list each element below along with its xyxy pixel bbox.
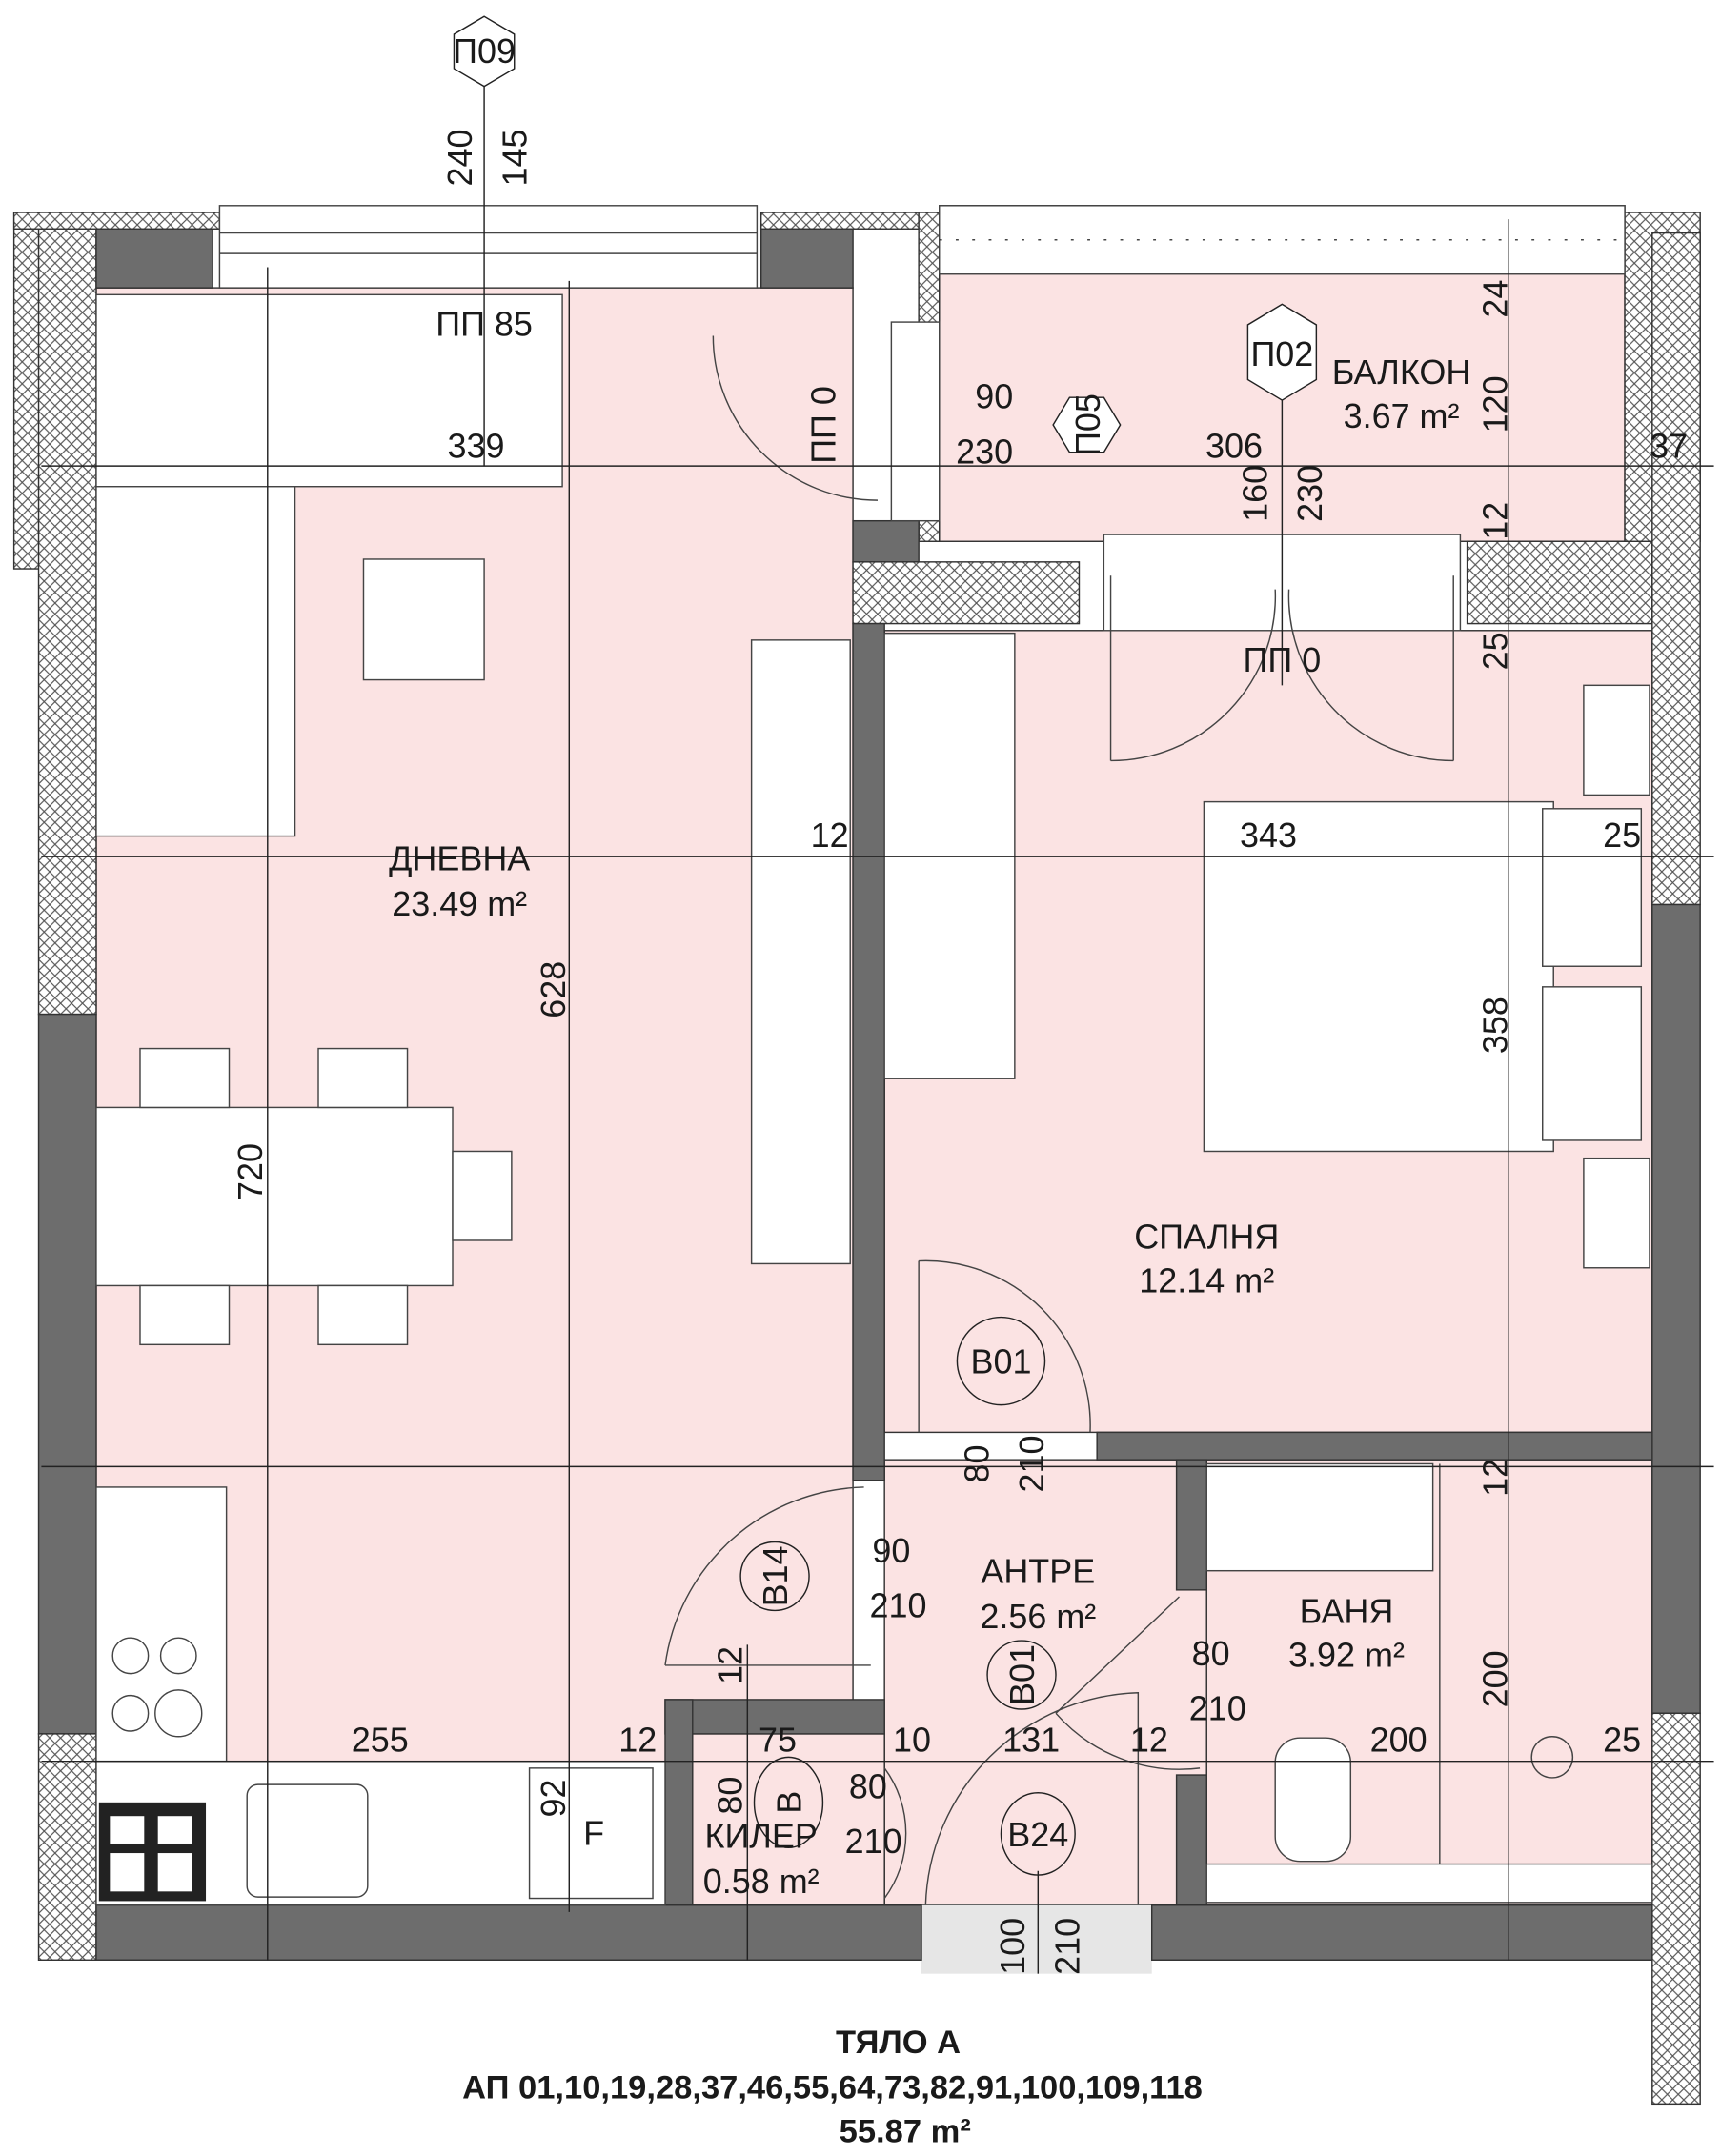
room-name-bedroom: СПАЛНЯ: [1134, 1218, 1279, 1257]
storage-area: [692, 1733, 885, 1906]
room-name-hall: АНТРЕ: [981, 1552, 1095, 1591]
dimension-labels: 339 90 230 306 37 12 343 25 90 210 80 21…: [231, 129, 1688, 1974]
kitchen-sink: [246, 1783, 369, 1898]
svg-text:П02: П02: [1250, 334, 1313, 373]
dim-label: 145: [496, 129, 535, 186]
svg-text:B: B: [769, 1791, 808, 1814]
dim-label: 720: [231, 1143, 270, 1200]
dim-label: 200: [1370, 1721, 1427, 1760]
dim-label: 12: [1130, 1721, 1168, 1760]
dim-label: 306: [1205, 427, 1263, 466]
room-name-storage: КИЛЕР: [705, 1816, 818, 1855]
dim-label: 92: [534, 1780, 573, 1818]
room-area-living: 23.49 m²: [392, 884, 527, 923]
dim-label: 24: [1475, 280, 1514, 318]
dim-label: 80: [958, 1444, 997, 1482]
furniture: [95, 293, 1653, 1906]
room-name-balcony: БАЛКОН: [1332, 353, 1471, 392]
walls: [12, 212, 1701, 2106]
svg-text:B01: B01: [970, 1342, 1031, 1381]
dim-label: 37: [1650, 427, 1688, 466]
dim-label: 90: [872, 1531, 910, 1570]
dim-label: 210: [1047, 1918, 1086, 1975]
dim-label: 210: [845, 1822, 902, 1861]
apartment-list: АП 01,10,19,28,37,46,55,64,73,82,91,100,…: [462, 2070, 1203, 2106]
svg-text:П09: П09: [453, 31, 516, 71]
toilet: [1274, 1737, 1352, 1863]
dim-label: 210: [1189, 1689, 1246, 1728]
dim-label: 90: [975, 377, 1013, 416]
hall-area: [883, 1459, 1207, 1906]
entrance-threshold: [921, 1904, 1152, 1974]
dim-label: 12: [1475, 1459, 1514, 1497]
room-name-living: ДНЕВНА: [389, 839, 530, 878]
tag-b14: B14: [739, 1541, 810, 1612]
dim-label: 240: [440, 129, 479, 186]
tag-p09: П09: [453, 15, 516, 88]
dim-label: 210: [870, 1586, 927, 1625]
room-area-bedroom: 12.14 m²: [1139, 1261, 1274, 1300]
dim-label: 12: [811, 816, 849, 855]
svg-text:П05: П05: [1068, 393, 1107, 456]
dim-label: 25: [1603, 816, 1641, 855]
dim-label: 255: [352, 1721, 409, 1760]
svg-text:B24: B24: [1007, 1815, 1068, 1854]
dim-label: 210: [1012, 1435, 1051, 1492]
tag-b01-bath: B01: [986, 1640, 1057, 1710]
dim-label: 10: [893, 1721, 931, 1760]
building-title: ТЯЛО А: [836, 2025, 961, 2061]
dim-label: 343: [1240, 816, 1297, 855]
window-label-pp85: ПП 85: [435, 304, 533, 343]
dim-label: 25: [1475, 632, 1514, 670]
room-area-bath: 3.92 m²: [1288, 1635, 1405, 1674]
tag-b24: B24: [1000, 1792, 1076, 1876]
dim-label: 80: [1192, 1634, 1230, 1673]
dim-label: 339: [447, 427, 504, 466]
total-area: 55.87 m²: [840, 2114, 971, 2150]
dim-label: 131: [1002, 1721, 1060, 1760]
dim-label: 230: [1290, 465, 1329, 522]
dim-label: 12: [1475, 502, 1514, 540]
tv-unit: [750, 639, 851, 1265]
room-area-balcony: 3.67 m²: [1344, 396, 1460, 435]
room-name-bath: БАНЯ: [1300, 1591, 1394, 1630]
svg-text:B14: B14: [756, 1545, 795, 1606]
room-area-hall: 2.56 m²: [980, 1597, 1096, 1636]
dim-label: 100: [993, 1918, 1032, 1975]
dim-label: 80: [849, 1767, 887, 1806]
dim-label: 120: [1475, 375, 1514, 433]
dim-label: 12: [711, 1646, 750, 1684]
tag-b-storage: B: [753, 1756, 824, 1849]
bed: [1203, 800, 1554, 1153]
tag-p02: П02: [1246, 303, 1318, 401]
dim-label: 358: [1475, 997, 1514, 1054]
tag-b01-bedroom: B01: [956, 1316, 1046, 1406]
dimension-lines: [41, 82, 1714, 1974]
dim-label: 25: [1603, 1721, 1641, 1760]
dim-label: 75: [759, 1721, 797, 1760]
dim-label: 160: [1236, 465, 1275, 522]
coffee-table: [362, 558, 485, 681]
dim-label: 628: [534, 961, 573, 1018]
fridge-label: F: [583, 1813, 604, 1852]
dim-label: 200: [1475, 1650, 1514, 1707]
door-label-pp0-bedroom: ПП 0: [1244, 640, 1322, 679]
dim-label: 80: [711, 1777, 750, 1815]
kitchen-counter: [95, 1486, 228, 1763]
bath-sink: [1205, 1462, 1434, 1572]
dim-label: 230: [956, 432, 1013, 471]
door-label-pp0-living: ПП 0: [803, 386, 842, 464]
dim-label: 12: [618, 1721, 657, 1760]
dining-table: [95, 1106, 454, 1287]
svg-text:B01: B01: [1002, 1644, 1042, 1705]
tag-p05: П05: [1052, 393, 1122, 456]
room-area-storage: 0.58 m²: [703, 1862, 820, 1901]
